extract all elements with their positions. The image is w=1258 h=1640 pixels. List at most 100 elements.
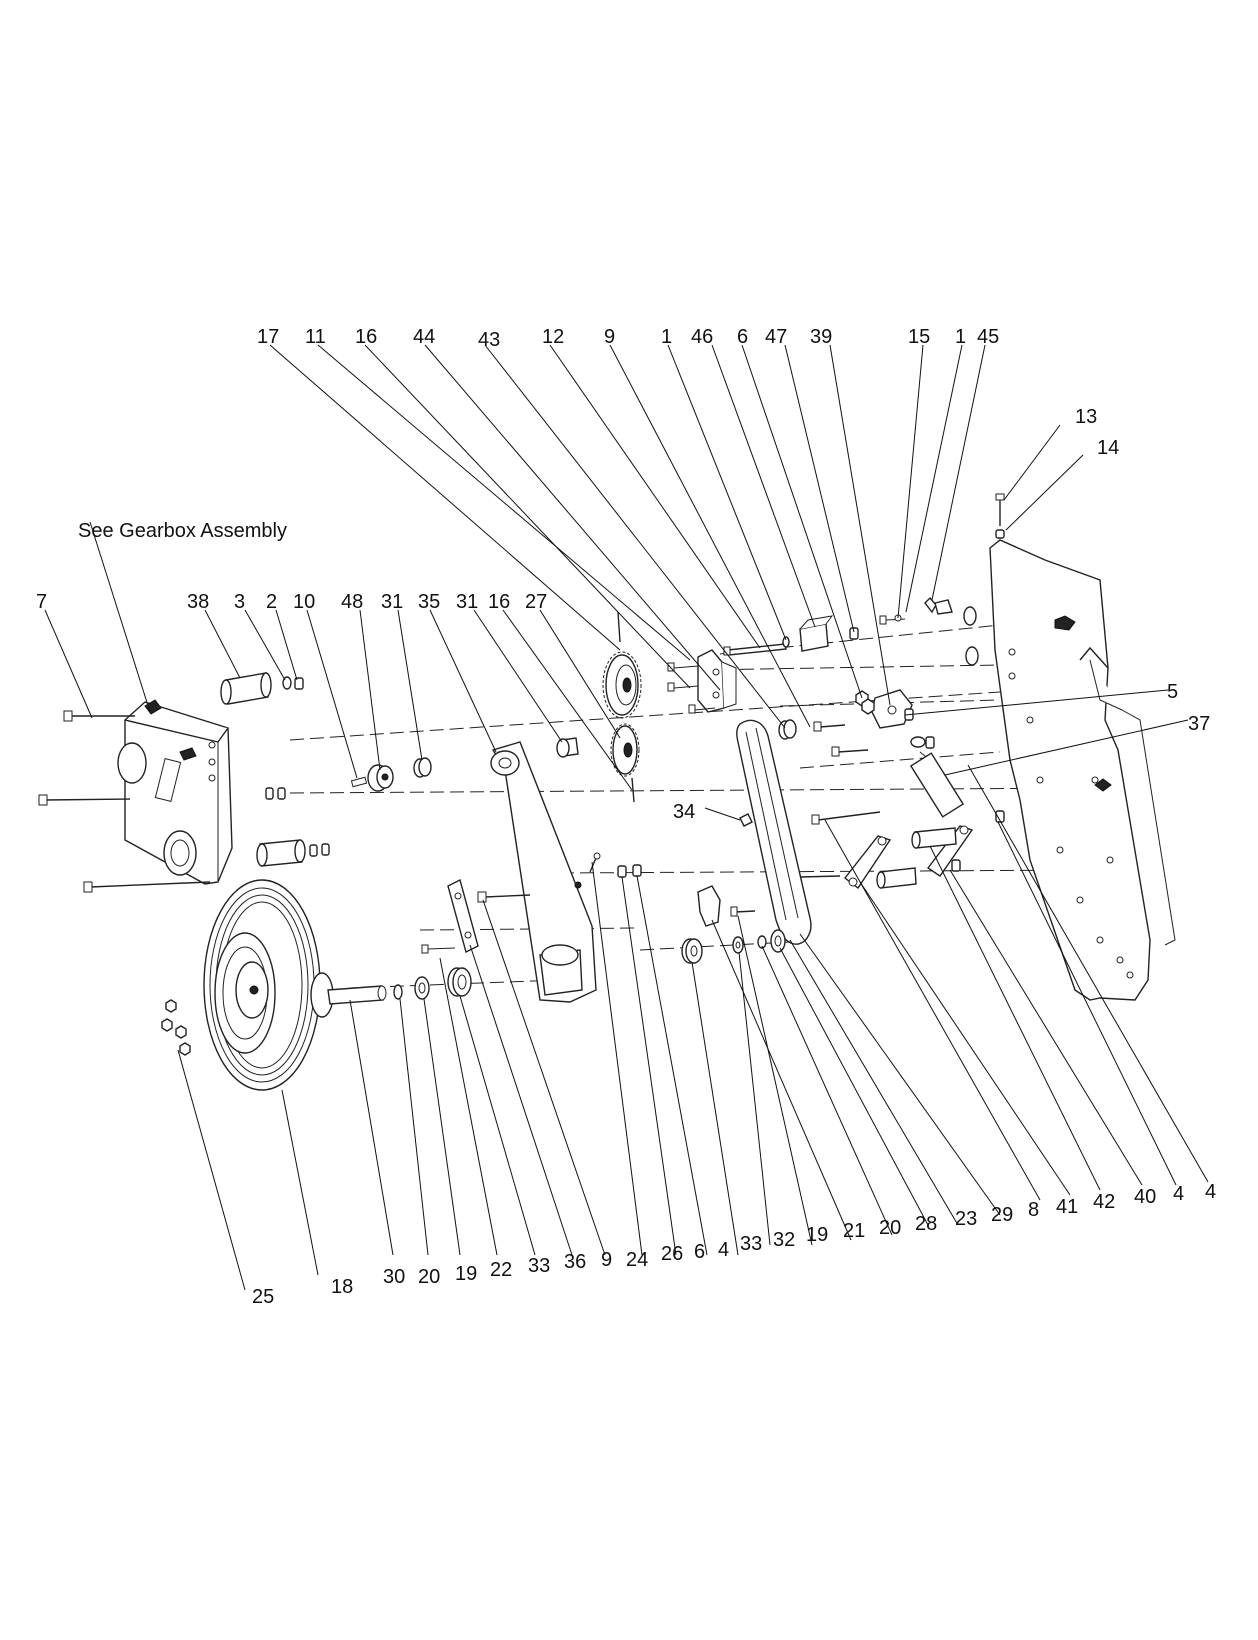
callout-12: 12 bbox=[542, 326, 564, 348]
callout-23: 23 bbox=[955, 1208, 977, 1230]
callout-16b: 16 bbox=[488, 591, 510, 613]
spacer-lower bbox=[256, 839, 306, 867]
callout-28: 28 bbox=[915, 1213, 937, 1235]
nut-47 bbox=[849, 627, 859, 640]
callout-41: 41 bbox=[1056, 1196, 1078, 1218]
nut-20 bbox=[757, 935, 767, 949]
callout-48: 48 bbox=[341, 591, 363, 613]
callout-18: 18 bbox=[331, 1276, 353, 1298]
callout-3: 3 bbox=[234, 591, 245, 613]
callout-17: 17 bbox=[257, 326, 279, 348]
callout-33: 33 bbox=[528, 1255, 550, 1277]
callout-33b: 33 bbox=[740, 1233, 762, 1255]
nuts-26-6 bbox=[617, 864, 642, 878]
callout-7: 7 bbox=[36, 591, 47, 613]
callout-27: 27 bbox=[525, 591, 547, 613]
callout-34: 34 bbox=[673, 801, 695, 823]
frame-top-bracket-15 bbox=[924, 596, 979, 666]
callout-21: 21 bbox=[843, 1220, 865, 1242]
callout-1b: 1 bbox=[955, 326, 966, 348]
block-34 bbox=[739, 813, 753, 827]
pin-10 bbox=[350, 776, 368, 788]
bolts-44 bbox=[667, 662, 716, 714]
callout-labels: See Gearbox Assembly 17 1 1 16 44 4 3 12 9… bbox=[36, 326, 1216, 1308]
wheel-tire-18 bbox=[203, 879, 321, 1091]
callout-6b: 6 bbox=[694, 1241, 705, 1263]
sprocket-hub-48 bbox=[367, 764, 394, 792]
callout-16: 16 bbox=[355, 326, 377, 348]
callout-44: 44 bbox=[413, 326, 435, 348]
spacer-42 bbox=[876, 867, 917, 889]
snap-ring-20 bbox=[393, 984, 403, 1000]
callout-36: 36 bbox=[564, 1251, 586, 1273]
drive-belt-8 bbox=[735, 719, 812, 945]
sprocket-27 bbox=[610, 723, 640, 777]
callout-46: 46 bbox=[691, 326, 713, 348]
callout-19b: 19 bbox=[806, 1224, 828, 1246]
callout-31b: 31 bbox=[456, 591, 478, 613]
callout-9: 9 bbox=[604, 326, 615, 348]
note-see-gearbox-assembly: See Gearbox Assembly bbox=[78, 520, 287, 542]
callout-38: 38 bbox=[187, 591, 209, 613]
bolt-19 bbox=[730, 906, 756, 917]
bolt-long-7 bbox=[63, 710, 135, 722]
bolt-long-lower-2 bbox=[83, 881, 211, 893]
callout-2: 2 bbox=[266, 591, 277, 613]
bolt-9-upper bbox=[813, 721, 846, 732]
callout-19: 19 bbox=[455, 1263, 477, 1285]
nut-mid bbox=[265, 787, 286, 800]
callout-37: 37 bbox=[1188, 713, 1210, 735]
mount-plate-36 bbox=[447, 878, 479, 954]
callout-31: 31 bbox=[381, 591, 403, 613]
bolts-15 bbox=[879, 614, 906, 625]
callout-42: 42 bbox=[1093, 1191, 1115, 1213]
tensioner-plate-39 bbox=[871, 689, 913, 729]
nut-2 bbox=[294, 677, 304, 690]
frame-side-plate bbox=[989, 539, 1176, 1001]
rod-12 bbox=[723, 643, 787, 656]
callout-30: 30 bbox=[383, 1266, 405, 1288]
callout-26: 26 bbox=[661, 1243, 683, 1265]
idler-43 bbox=[778, 719, 797, 740]
nut-14 bbox=[995, 529, 1005, 539]
bolt-5 bbox=[831, 746, 869, 757]
sprocket-17 bbox=[602, 651, 642, 719]
gearbox-housing bbox=[117, 699, 233, 885]
bolt-long-lower-1 bbox=[38, 794, 131, 806]
callout-8: 8 bbox=[1028, 1199, 1039, 1221]
callout-39: 39 bbox=[810, 326, 832, 348]
callout-35: 35 bbox=[418, 591, 440, 613]
hub-axle-30 bbox=[310, 972, 387, 1018]
bolt-13 bbox=[995, 493, 1005, 526]
bolt-9-lower bbox=[477, 891, 531, 903]
screw-33 bbox=[421, 944, 456, 954]
chain-pin-16-bottom bbox=[631, 777, 635, 803]
lug-nuts-25 bbox=[161, 999, 191, 1056]
callout-1: 1 bbox=[661, 326, 672, 348]
drive-arm-35 bbox=[490, 741, 597, 1003]
spring-37 bbox=[909, 736, 965, 818]
callout-4c: 4 bbox=[1205, 1181, 1216, 1203]
callout-4b: 4 bbox=[1173, 1183, 1184, 1205]
callout-25: 25 bbox=[252, 1286, 274, 1308]
block-46 bbox=[799, 615, 834, 652]
callout-20: 20 bbox=[418, 1266, 440, 1288]
callout-5: 5 bbox=[1167, 681, 1178, 703]
hex-nut-pair bbox=[855, 690, 875, 715]
pulley-28-23 bbox=[770, 929, 786, 953]
bushing-31-right bbox=[556, 737, 579, 758]
callout-22: 22 bbox=[490, 1259, 512, 1281]
callout-13: 13 bbox=[1075, 406, 1097, 428]
callout-6: 6 bbox=[737, 326, 748, 348]
bearing-33 bbox=[681, 938, 703, 964]
callout-29: 29 bbox=[991, 1204, 1013, 1226]
chain-pin-16-top bbox=[617, 611, 621, 643]
washer-32 bbox=[732, 936, 744, 954]
callout-45: 45 bbox=[977, 326, 999, 348]
spacer-29 bbox=[911, 827, 957, 849]
bolt-29 bbox=[811, 811, 881, 825]
callout-10: 10 bbox=[293, 591, 315, 613]
callout-40: 40 bbox=[1134, 1186, 1156, 1208]
spacer-38 bbox=[220, 672, 272, 705]
washer-1a bbox=[782, 636, 790, 648]
